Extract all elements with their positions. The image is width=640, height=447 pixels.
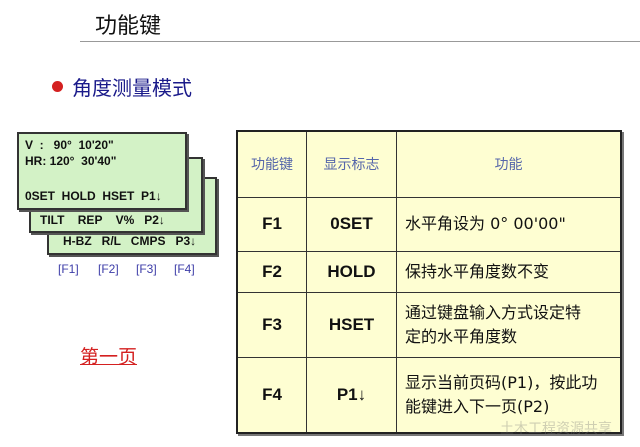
fkey-label-f1: [F1]	[58, 262, 79, 276]
fkey-label-f2: [F2]	[98, 262, 119, 276]
key-cell: F3	[236, 291, 307, 358]
fkey-label-f3: [F3]	[136, 262, 157, 276]
key-cell: F4	[236, 356, 307, 434]
label-cell: 0SET	[306, 196, 397, 252]
slide-title: 功能键	[95, 14, 162, 39]
lcd-page-1: V : 90° 10'20" HR: 120° 30'40" 0SET HOLD…	[17, 132, 187, 210]
lcd-page3-keys: H-BZ R/L CMPS P3↓	[63, 234, 197, 248]
key-cell: F1	[236, 196, 307, 252]
watermark: 土木工程资源共享	[500, 421, 612, 437]
bullet-icon	[52, 81, 63, 92]
desc-cell: 通过键盘输入方式设定特定的水平角度数	[396, 291, 622, 358]
table-row: F2 HOLD 保持水平角度数不变	[236, 250, 622, 293]
desc-cell: 显示当前页码(P1)，按此功能键进入下一页(P2)	[396, 356, 622, 434]
title-divider	[80, 41, 640, 42]
header-function: 功能	[396, 130, 622, 198]
table-row: F4 P1↓ 显示当前页码(P1)，按此功能键进入下一页(P2)	[236, 356, 622, 434]
desc-cell: 水平角设为 0° 00'00"	[396, 196, 622, 252]
table-row: F1 0SET 水平角设为 0° 00'00"	[236, 196, 622, 252]
desc-cell: 保持水平角度数不变	[396, 250, 622, 293]
lcd-page2-keys: TILT REP V% P2↓	[40, 213, 165, 227]
fkey-label-f4: [F4]	[174, 262, 195, 276]
lcd-horizontal-angle: HR: 120° 30'40"	[25, 154, 117, 168]
page-one-link[interactable]: 第一页	[80, 346, 138, 368]
header-key: 功能键	[236, 130, 307, 198]
lcd-vertical-angle: V : 90° 10'20"	[25, 138, 114, 152]
function-key-table: 功能键 显示标志 功能 F1 0SET 水平角设为 0° 00'00" F2 H…	[236, 130, 622, 434]
table-row: F3 HSET 通过键盘输入方式设定特定的水平角度数	[236, 291, 622, 358]
label-cell: HOLD	[306, 250, 397, 293]
lcd-page1-keys: 0SET HOLD HSET P1↓	[25, 189, 162, 203]
subtitle: 角度测量模式	[72, 76, 192, 100]
label-cell: P1↓	[306, 356, 397, 434]
label-cell: HSET	[306, 291, 397, 358]
header-label: 显示标志	[306, 130, 397, 198]
key-cell: F2	[236, 250, 307, 293]
